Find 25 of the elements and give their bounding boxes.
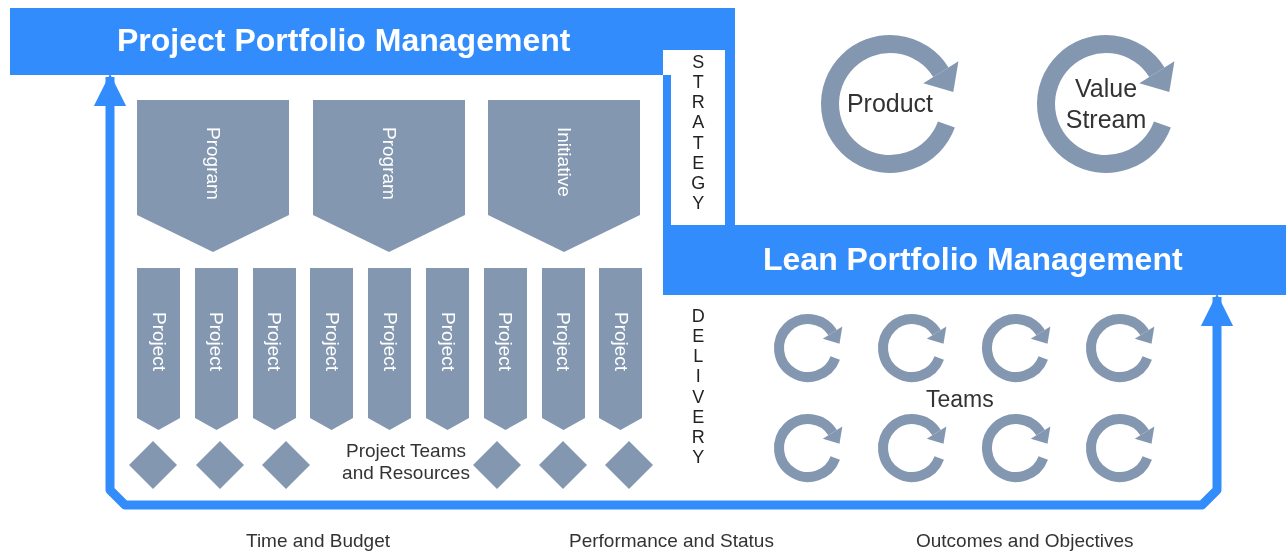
shape-label: Project — [552, 312, 575, 372]
shape-label: Project — [320, 312, 343, 372]
shape-label: Project — [609, 312, 632, 372]
text-label: Outcomes and Objectives — [916, 530, 1134, 552]
banner-title: Project Portfolio Management — [117, 22, 571, 59]
flow-arrow — [93, 73, 545, 510]
text-label: Project Teams and Resources — [341, 440, 471, 484]
text-label: Time and Budget — [246, 530, 390, 552]
shape-label: Project — [263, 312, 286, 372]
shape-label: Project — [205, 312, 228, 372]
text-label: Teams — [926, 386, 994, 413]
shape-label: Initiative — [553, 127, 575, 197]
cycle-label: Value Stream — [1064, 72, 1148, 135]
shape-label: Project — [436, 312, 459, 372]
shape-label: Program — [202, 127, 224, 200]
banner-title: Lean Portfolio Management — [763, 241, 1183, 278]
cycle-label: Product — [845, 88, 935, 120]
vertical-label: DELIVERY — [691, 306, 706, 468]
shape-label: Project — [147, 312, 170, 372]
shape-label: Project — [494, 312, 517, 372]
flow-arrow — [545, 293, 1234, 510]
text-label: Performance and Status — [569, 530, 774, 552]
shape-label: Program — [378, 127, 400, 200]
vertical-label: STRATEGY — [691, 52, 706, 214]
shape-label: Project — [378, 312, 401, 372]
